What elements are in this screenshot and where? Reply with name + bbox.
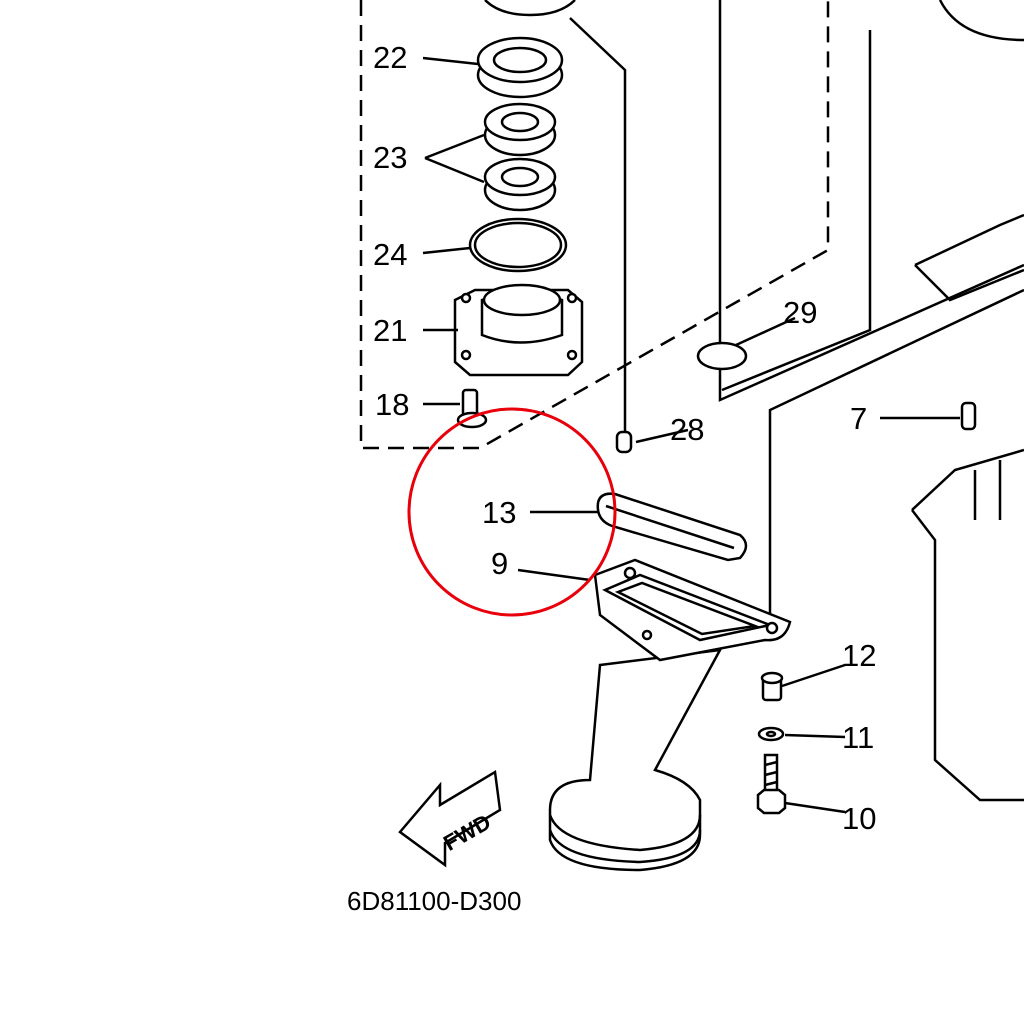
label-24: 24 [373, 237, 407, 272]
part-21-housing [453, 283, 584, 377]
label-23: 23 [373, 140, 407, 175]
drawing-code: 6D81100-D300 [347, 886, 521, 916]
label-28: 28 [670, 412, 704, 447]
leader-lines [422, 56, 960, 814]
part-22-seal [476, 36, 564, 99]
part-28-dowel [615, 430, 633, 454]
label-29: 29 [783, 295, 817, 330]
label-21: 21 [373, 313, 407, 348]
label-10: 10 [842, 801, 876, 836]
part-top-fitting [484, 0, 576, 17]
label-11: 11 [842, 720, 874, 755]
highlight-circle [407, 407, 617, 617]
fwd-arrow-icon: FWD [398, 769, 502, 868]
frame-lines [569, 0, 1024, 802]
label-22: 22 [373, 40, 407, 75]
label-13: 13 [482, 495, 516, 530]
part-13-gasket [596, 492, 748, 562]
part-10-bolt [756, 753, 787, 815]
part-29-o-ring [696, 341, 748, 371]
assembly-dashed-box [359, 0, 830, 450]
label-7: 7 [850, 401, 867, 436]
part-12-collar [760, 671, 784, 702]
label-9: 9 [491, 546, 508, 581]
part-11-washer [757, 726, 785, 742]
part-9-oil-strainer [548, 558, 792, 872]
part-7-dowel [960, 401, 977, 431]
part-24-o-ring [468, 217, 568, 273]
label-18: 18 [375, 387, 409, 422]
part-23-seals [483, 102, 557, 212]
label-12: 12 [842, 638, 876, 673]
